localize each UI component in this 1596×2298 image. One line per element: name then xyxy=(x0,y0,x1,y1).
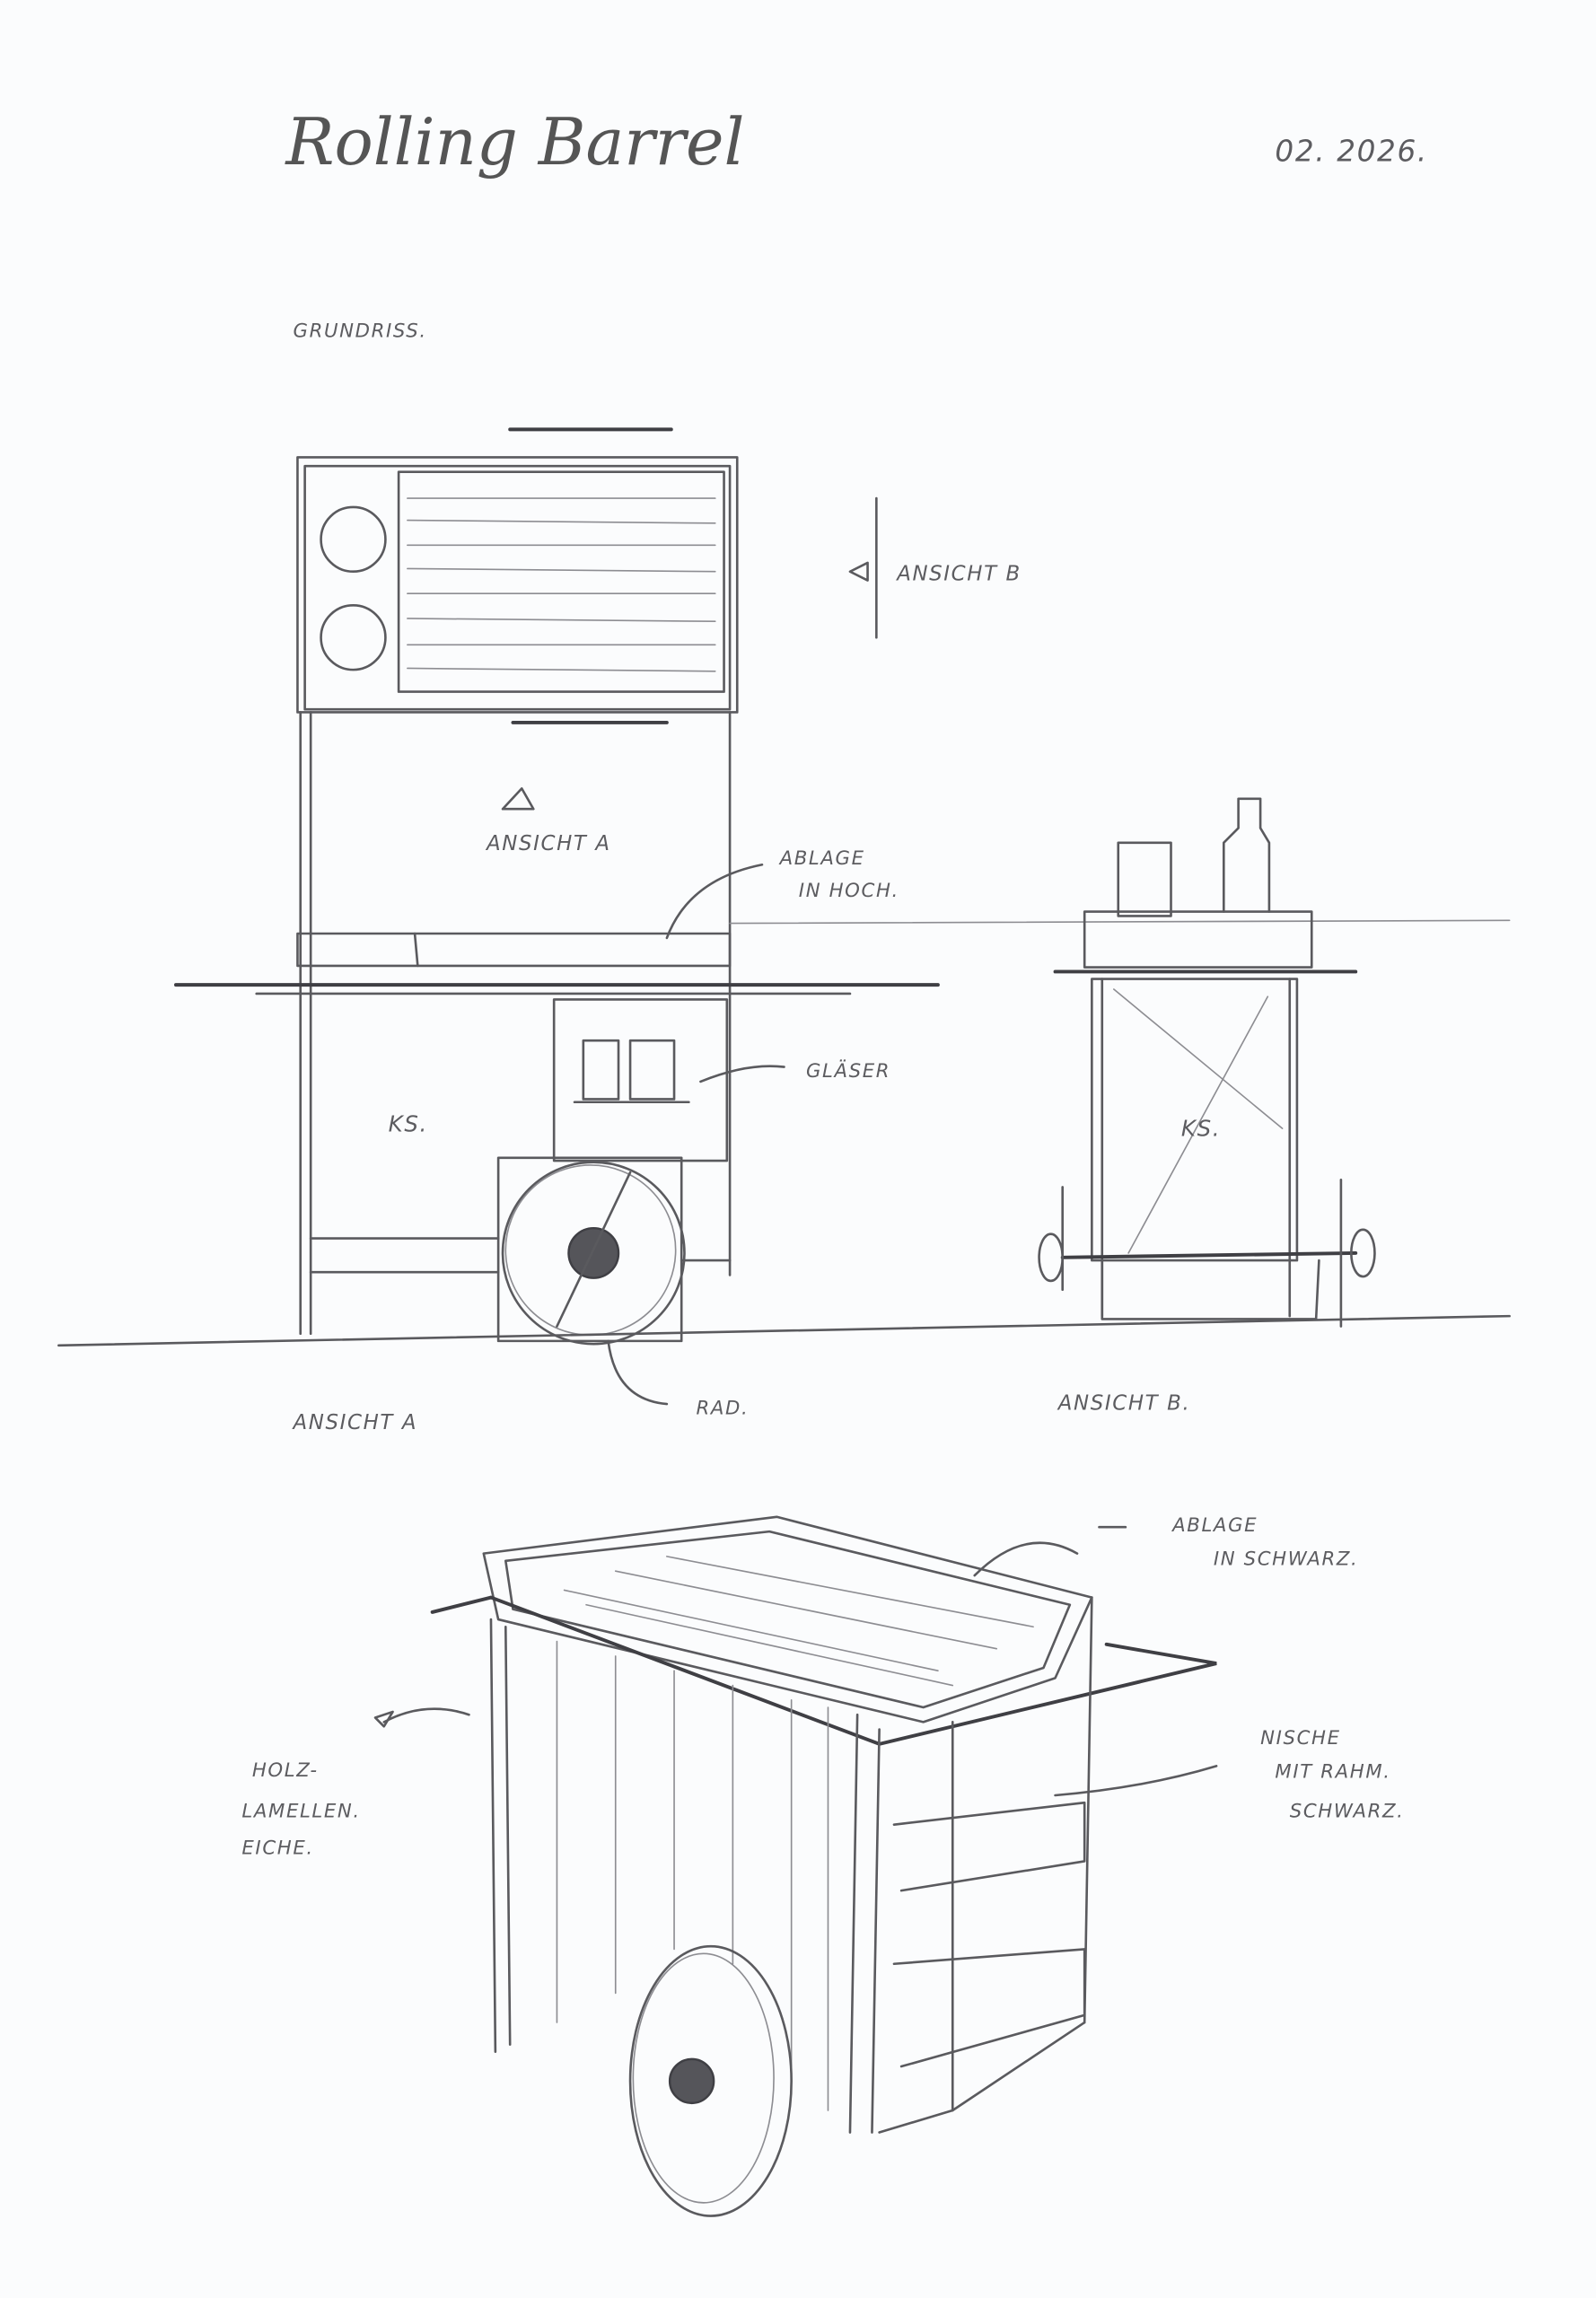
label-grundriss: GRUNDRISS. xyxy=(294,320,427,343)
wheel xyxy=(628,1944,793,2217)
sketch-date: 02. 2026. xyxy=(1275,135,1427,169)
elevation-b: KS. xyxy=(1038,797,1376,1328)
label-rad: RAD. xyxy=(697,1398,750,1420)
label-ansicht-a-arrow: ANSICHT A xyxy=(485,832,611,855)
label-glaeser: GLÄSER xyxy=(806,1059,890,1083)
label-holz-3: EICHE. xyxy=(241,1837,313,1859)
label-ablage-hoch-2: IN HOCH. xyxy=(799,880,899,902)
caption-ansicht-a: ANSICHT A xyxy=(292,1411,418,1434)
caption-ansicht-b: ANSICHT B. xyxy=(1057,1392,1191,1416)
elevation-a: ANSICHT A ABLAGE IN HOCH. GLÄSER KS. RAD… xyxy=(173,711,1511,1420)
label-ks-b: KS. xyxy=(1181,1115,1221,1141)
plan-view: ANSICHT B xyxy=(296,427,1022,724)
plan-barrel-circle xyxy=(320,505,387,574)
label-ks-a: KS. xyxy=(389,1110,428,1136)
label-ablage-hoch-1: ABLAGE xyxy=(778,847,865,870)
wheel xyxy=(501,1161,686,1346)
arrow-icon xyxy=(373,1710,394,1728)
sketch-title: Rolling Barrel xyxy=(284,104,744,180)
label-nische-2: MIT RAHM. xyxy=(1275,1760,1390,1783)
arrow-icon xyxy=(848,561,869,582)
perspective-view: ABLAGE IN SCHWARZ. HOLZ- LAMELLEN. EICHE… xyxy=(241,1514,1405,2217)
label-holz-2: LAMELLEN. xyxy=(241,1800,360,1822)
label-holz-1: HOLZ- xyxy=(252,1759,319,1782)
plan-barrel-circle xyxy=(320,603,387,671)
label-ansicht-b-arrow: ANSICHT B xyxy=(895,563,1022,586)
label-nische-1: NISCHE xyxy=(1260,1727,1341,1750)
label-ablage-schwarz-2: IN SCHWARZ. xyxy=(1214,1548,1359,1571)
label-ablage-schwarz-1: ABLAGE xyxy=(1171,1514,1258,1537)
label-nische-3: SCHWARZ. xyxy=(1290,1800,1405,1822)
ground-line xyxy=(57,1314,1511,1347)
